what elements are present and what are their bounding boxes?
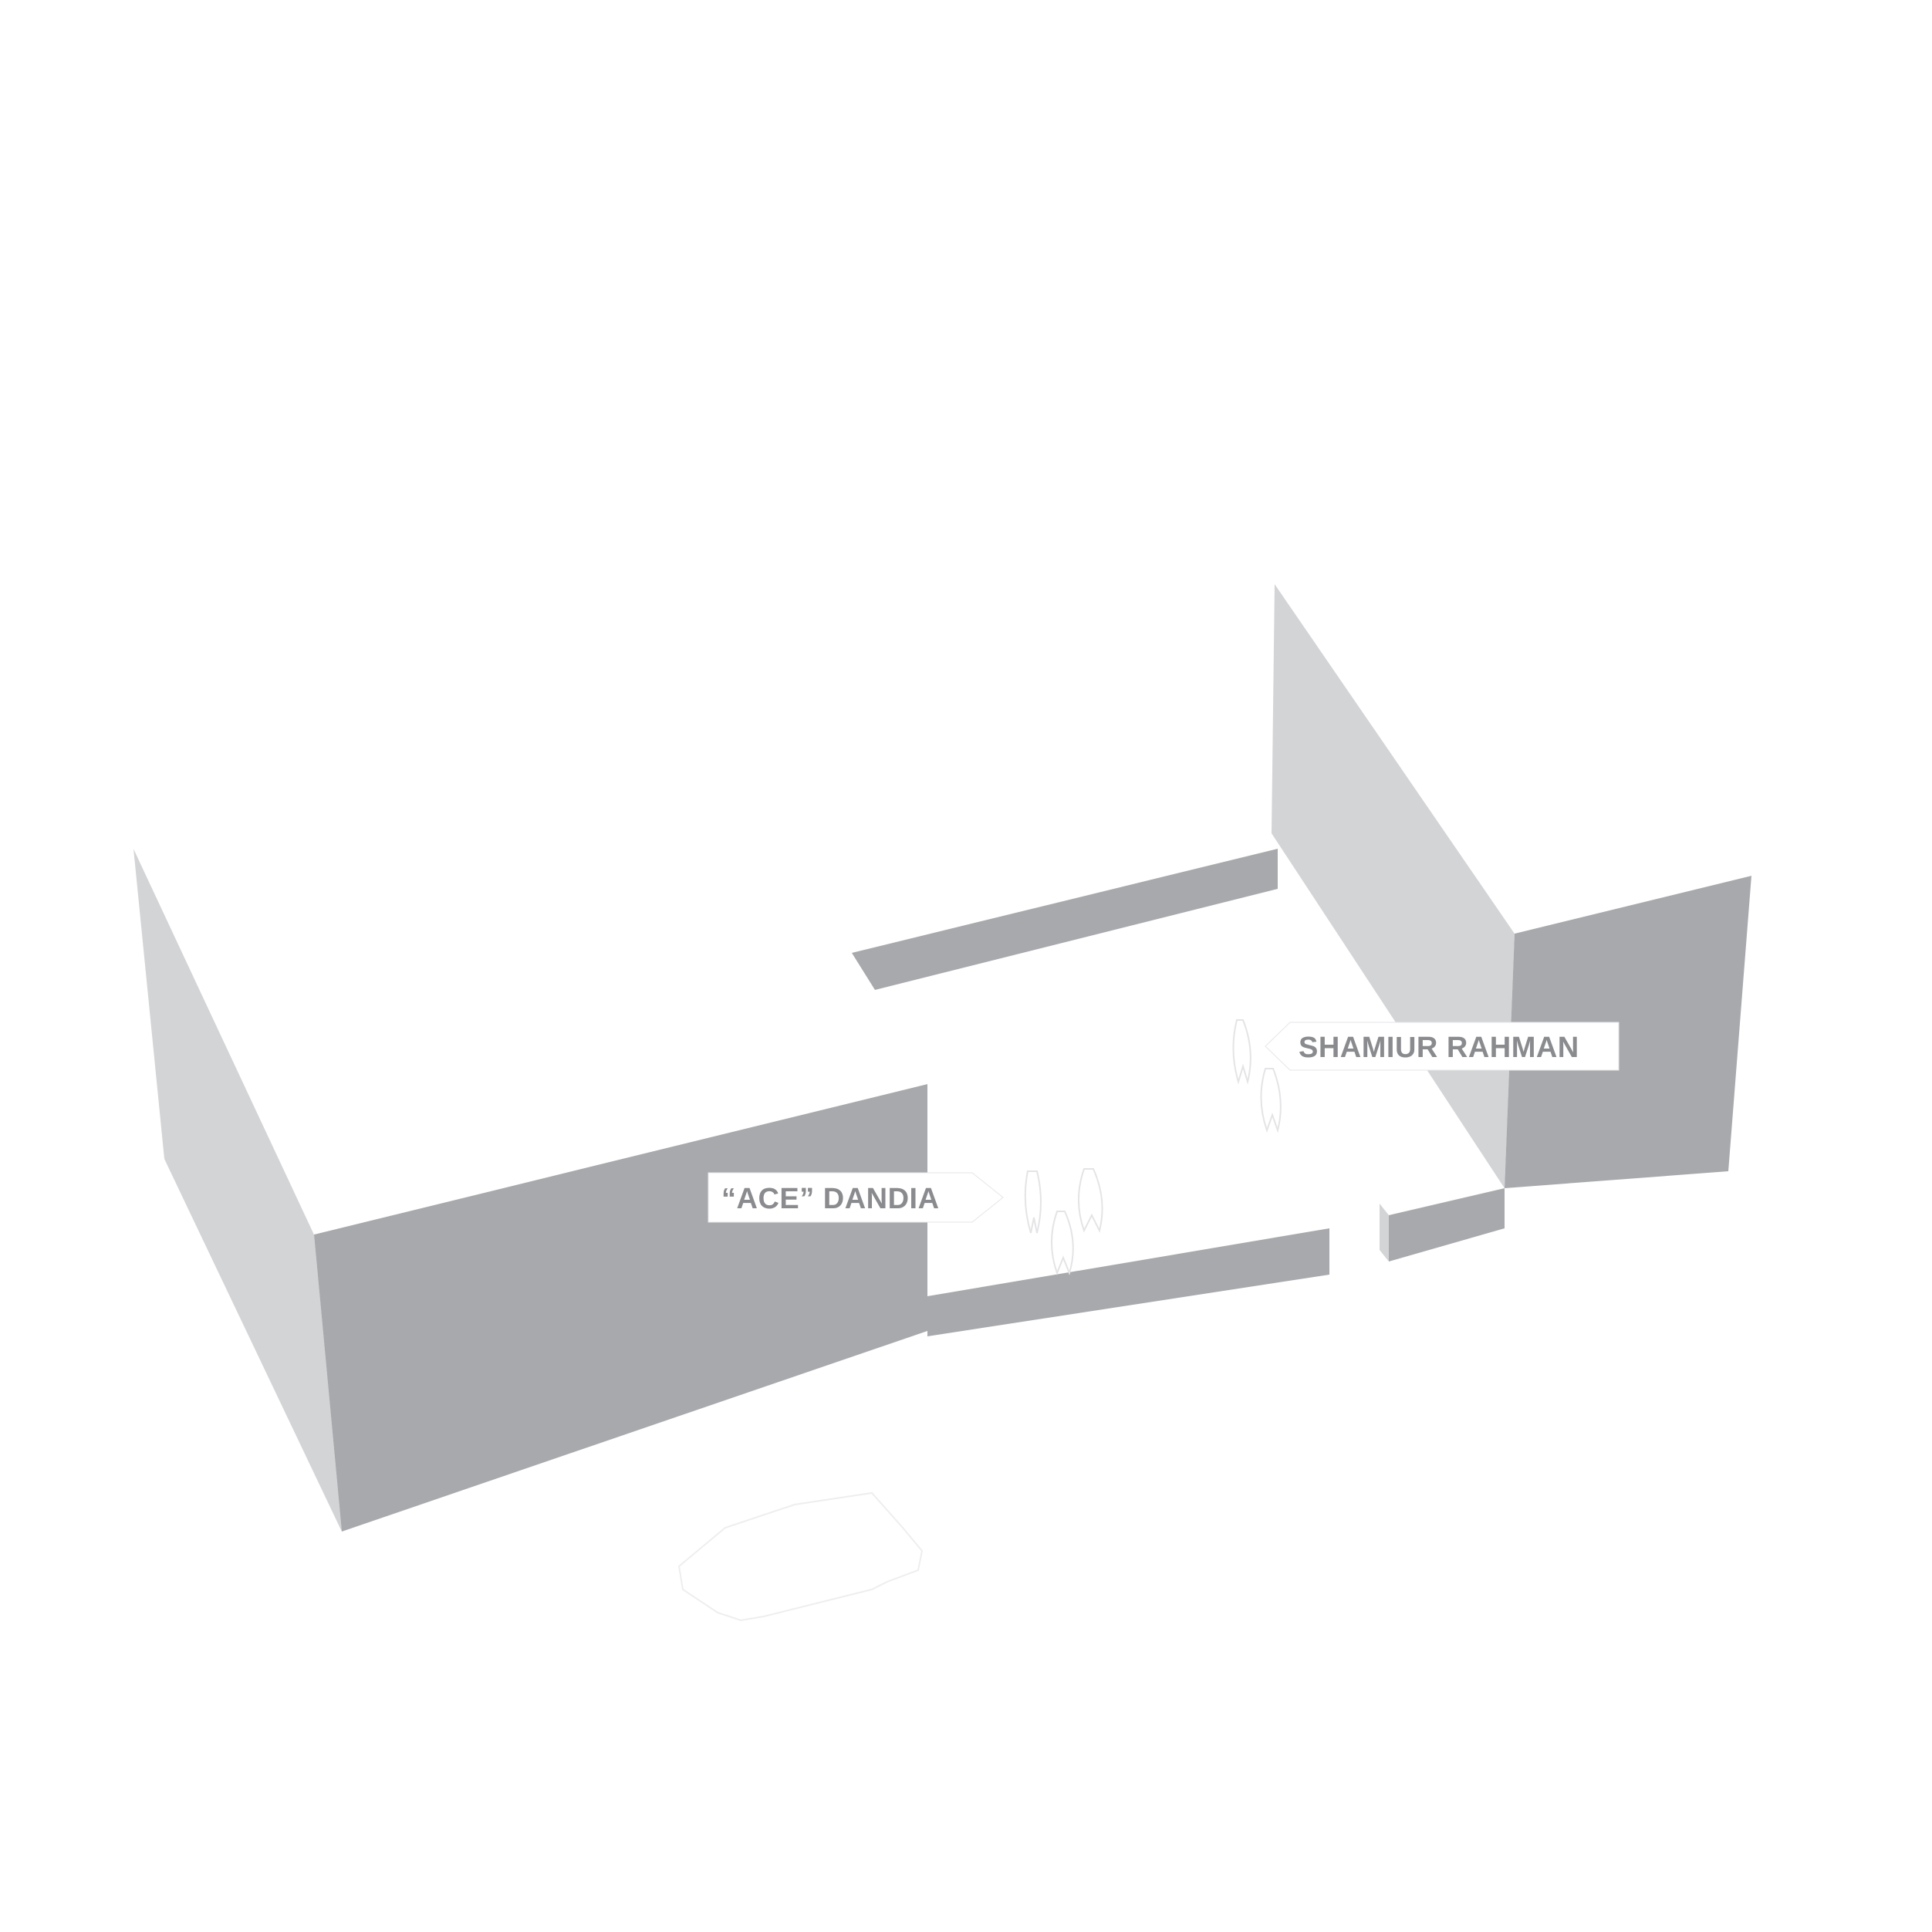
label-shamiur-text: SHAMIUR RAHMAN <box>1299 1032 1579 1064</box>
right-building-block <box>1272 534 1751 1188</box>
right-block-roof <box>1275 534 1751 934</box>
label-shamiur-box <box>1265 1022 1620 1071</box>
car-outline <box>677 1491 924 1622</box>
courtyard-front-walls <box>927 1188 1505 1336</box>
car-body-icon <box>677 1491 924 1622</box>
front-wall-right-face <box>1389 1188 1505 1262</box>
right-block-south-face <box>1505 876 1751 1188</box>
back-wall-face <box>852 849 1278 990</box>
label-ace-box <box>708 1172 1004 1223</box>
left-building-block <box>133 714 927 1532</box>
person-figure-5 <box>1260 1068 1282 1133</box>
people-figures <box>1024 1019 1282 1276</box>
person-figure-3 <box>1051 1211 1074 1276</box>
person-figure-4 <box>1232 1019 1251 1085</box>
left-block-west-face <box>133 849 342 1532</box>
left-block-roof <box>133 714 927 1235</box>
label-shamiur-rahman: SHAMIUR RAHMAN <box>1265 1022 1620 1071</box>
front-wall-left-face <box>927 1228 1329 1336</box>
person-figure-1 <box>1024 1170 1042 1234</box>
courtyard-back-wall <box>852 849 1278 990</box>
label-ace-text: “ACE” DANDIA <box>721 1183 940 1215</box>
front-wall-right-end <box>1380 1204 1389 1262</box>
person-figure-2 <box>1078 1168 1103 1233</box>
label-ace-dandia: “ACE” DANDIA <box>708 1172 1004 1223</box>
